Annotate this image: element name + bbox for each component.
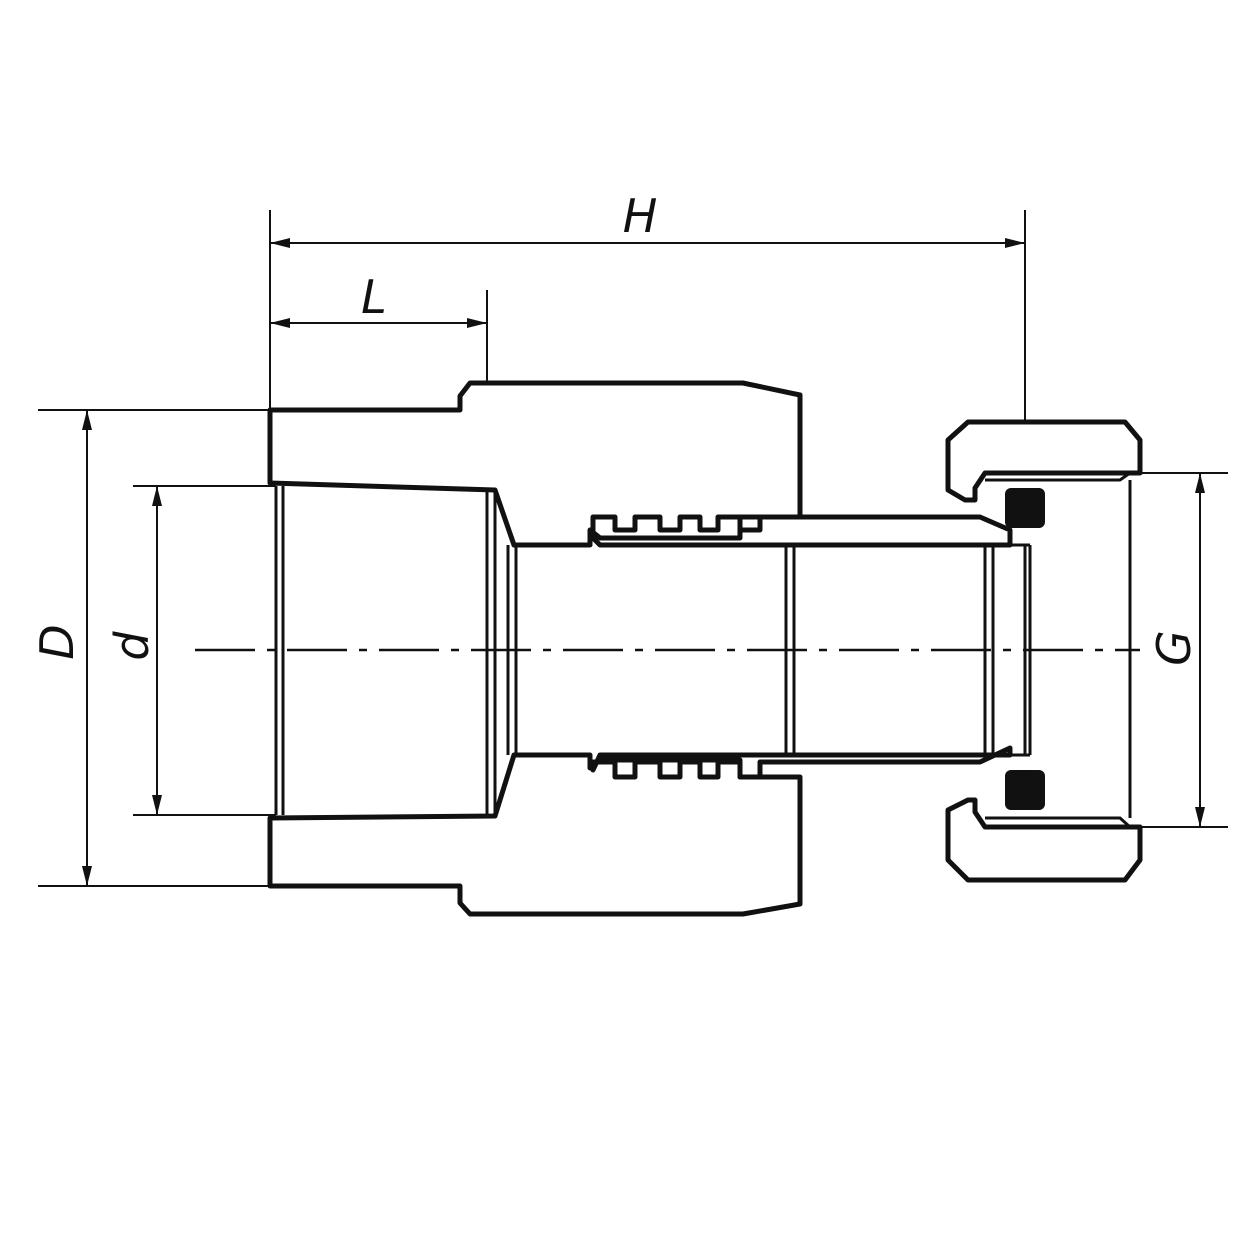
extension-lines (38, 210, 1228, 887)
label-d-inner: d (105, 631, 159, 661)
label-g: G (1147, 630, 1201, 666)
gasket-upper (1005, 488, 1045, 528)
label-l: L (361, 270, 387, 324)
brass-insert-upper (590, 514, 1013, 548)
label-d-outer: D (30, 624, 84, 659)
plastic-body-lower (267, 752, 803, 917)
brass-insert (590, 514, 1013, 780)
gasket-lower (1005, 770, 1045, 810)
union-nut-upper (945, 419, 1143, 503)
brass-insert-lower (590, 745, 1013, 780)
union-nut-lower (945, 797, 1143, 883)
plastic-body (267, 380, 803, 917)
gaskets (1005, 488, 1045, 810)
dimension-lines (82, 238, 1205, 886)
label-h: H (623, 189, 658, 243)
